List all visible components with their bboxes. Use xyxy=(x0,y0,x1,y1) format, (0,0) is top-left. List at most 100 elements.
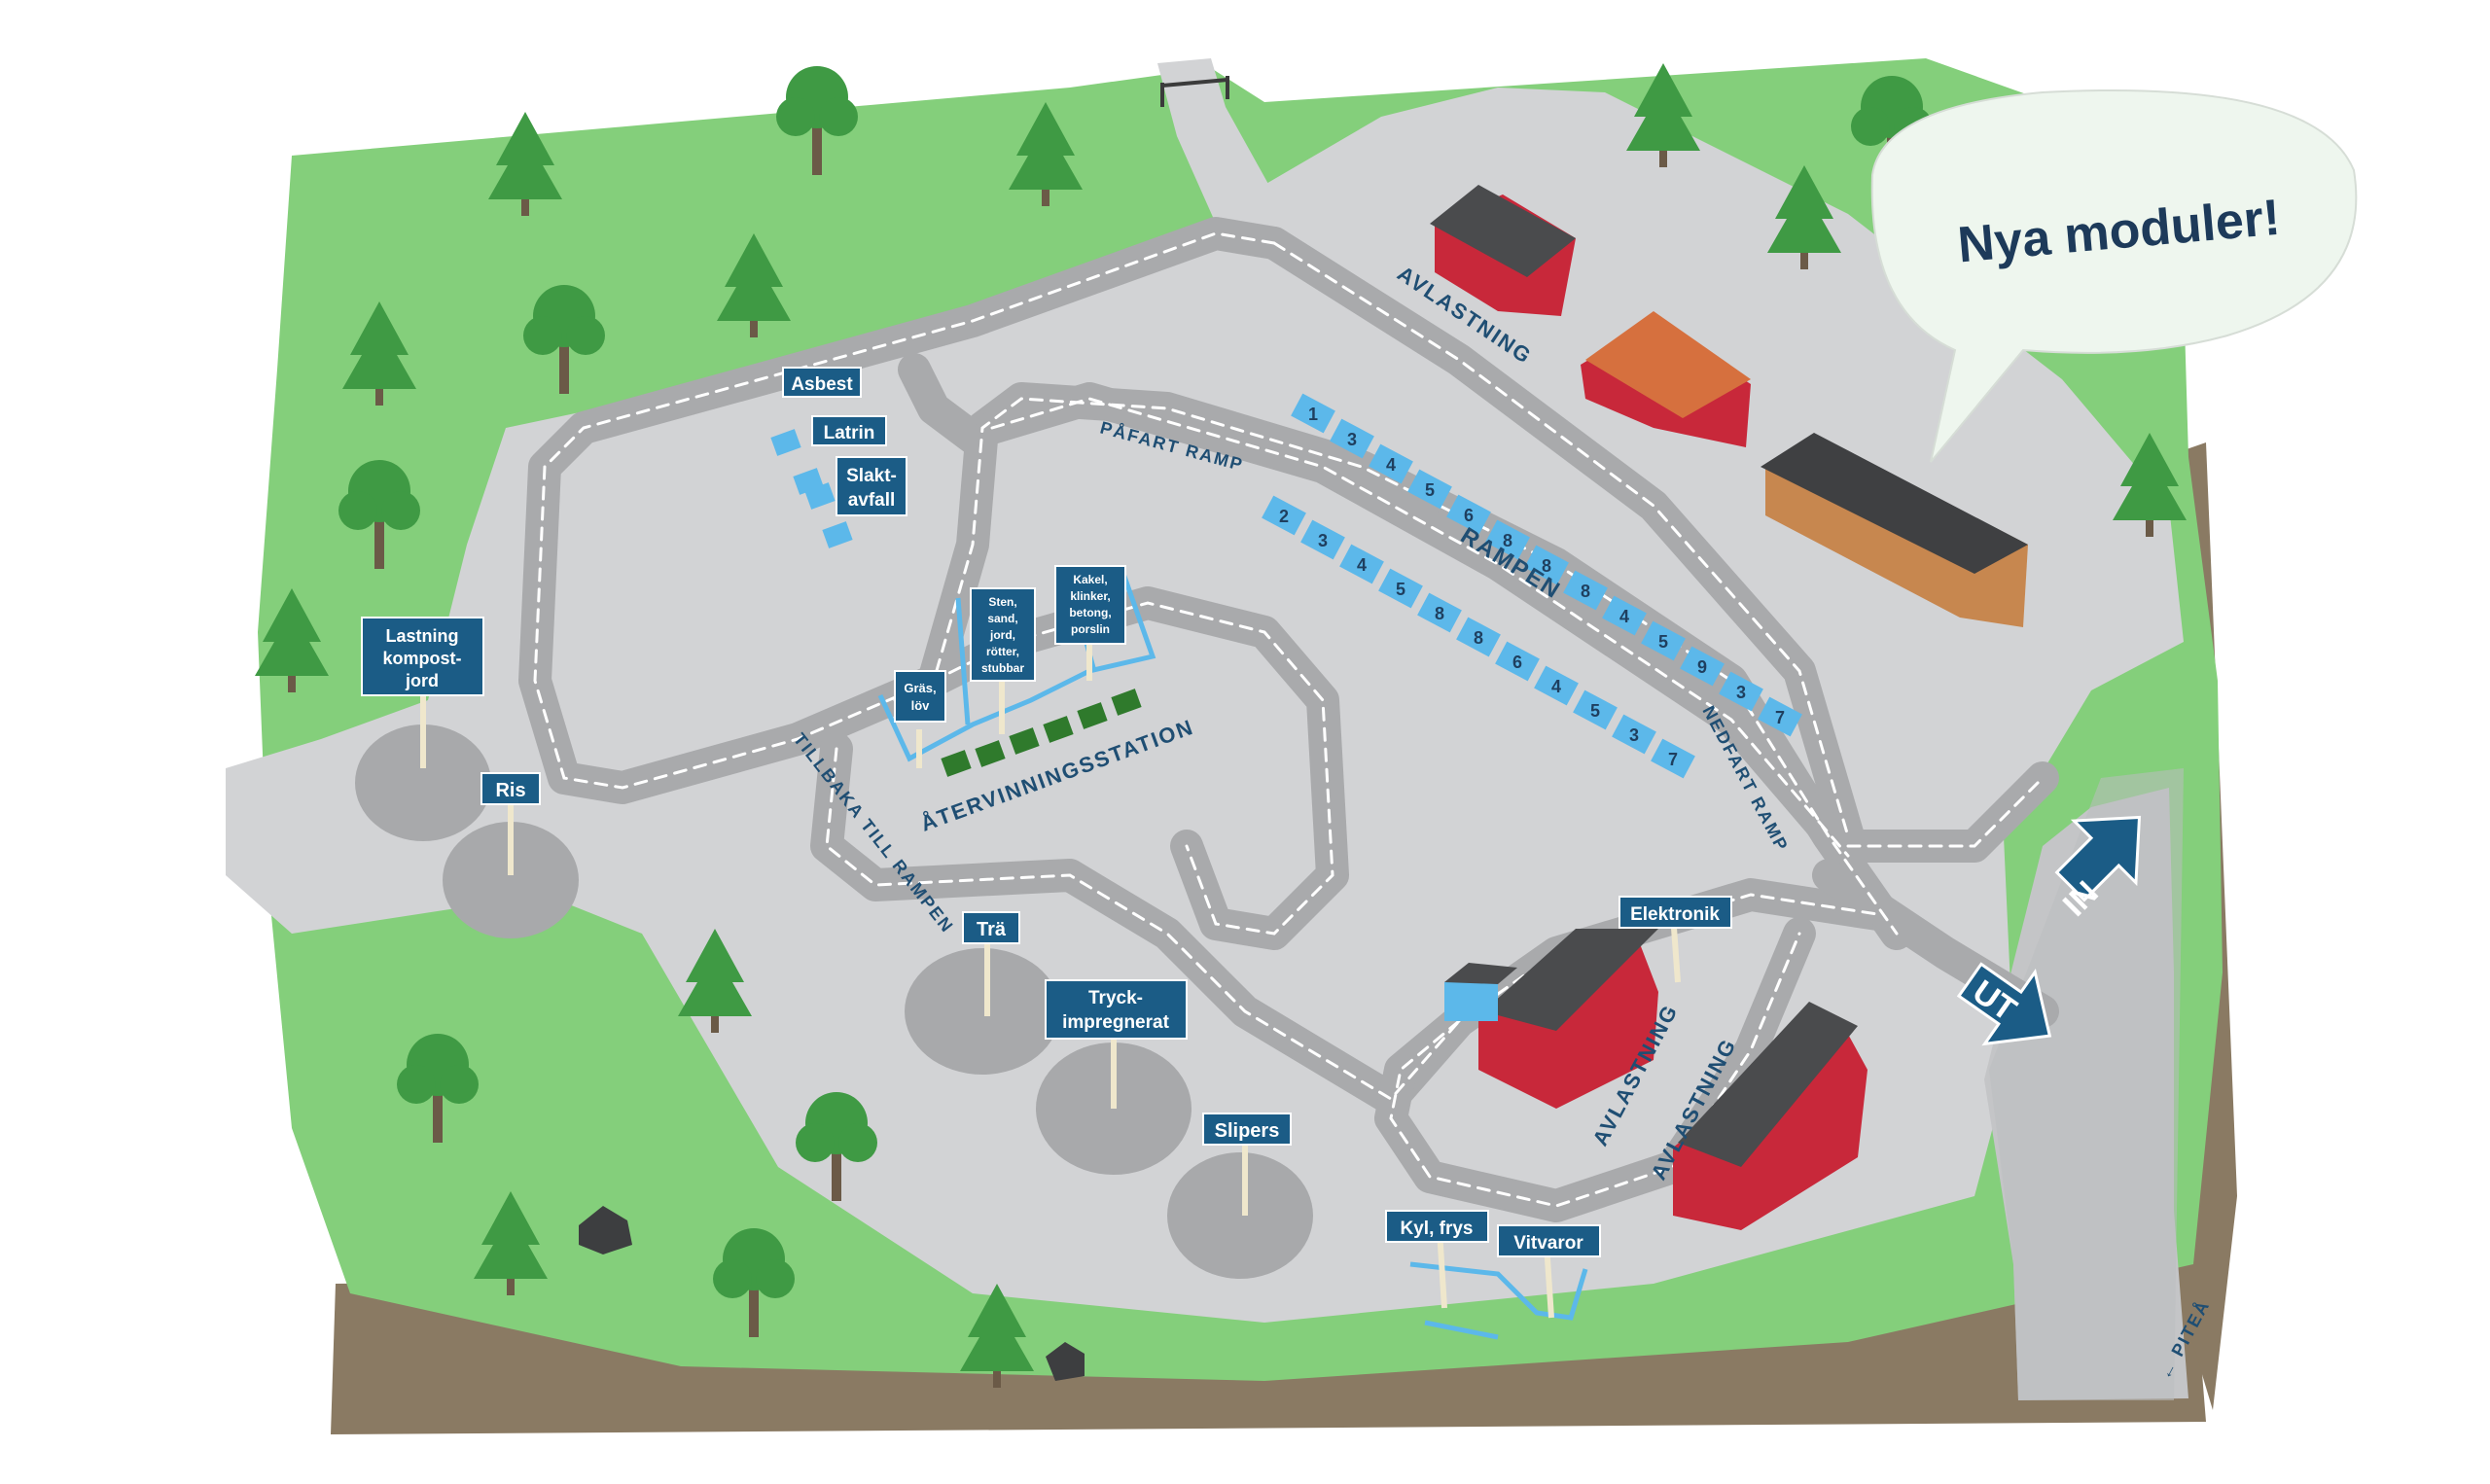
sign-slakt-label-2: avfall xyxy=(848,490,896,511)
sign-tra: Trä xyxy=(962,911,1020,944)
pine-tree-icon xyxy=(678,929,752,1033)
lower-container-number: 4 xyxy=(1357,555,1367,575)
in-arrow-icon xyxy=(2054,815,2142,902)
upper-container-8: 8 xyxy=(1563,570,1608,611)
trees xyxy=(255,63,2187,1388)
pine-tree-icon xyxy=(488,112,562,216)
upper-container-6: 8 xyxy=(1485,519,1530,560)
lower-container-number: 3 xyxy=(1629,725,1639,745)
pine-tree-icon xyxy=(960,1284,1034,1388)
deciduous-tree-icon xyxy=(397,1034,479,1143)
deciduous-tree-icon xyxy=(338,460,420,569)
sign-sten-label-2: sand, xyxy=(987,612,1017,625)
sign-sten-label-3: jord, xyxy=(989,628,1015,642)
containers-left xyxy=(770,429,853,548)
pine-tree-icon xyxy=(474,1191,548,1295)
kyl-enclosure xyxy=(1409,1261,1588,1321)
rocks-icon xyxy=(579,1206,1085,1381)
sign-kyl-frys: Kyl, frys xyxy=(1385,1210,1489,1243)
upper-container-number: 4 xyxy=(1619,607,1629,626)
upper-container-number: 4 xyxy=(1386,455,1396,475)
sign-tryck-label-1: Tryck- xyxy=(1088,988,1143,1008)
upper-container-13: 7 xyxy=(1758,696,1802,737)
sign-kakel-klinker: Kakel, klinker, betong, porslin xyxy=(1054,565,1126,645)
sign-kakel-label-4: porslin xyxy=(1071,622,1110,636)
lower-container-number: 3 xyxy=(1318,531,1328,550)
nya-moduler-bubble: Nya moduler! xyxy=(1870,88,2358,463)
sign-gras-lov: Gräs, löv xyxy=(894,670,946,723)
lower-container-number: 8 xyxy=(1435,604,1444,623)
sign-slaktavfall: Slakt- avfall xyxy=(836,456,907,516)
gate xyxy=(1160,76,1229,107)
sign-tra-label: Trä xyxy=(977,919,1007,940)
pine-tree-icon xyxy=(342,301,416,406)
sign-sten-sand: Sten, sand, jord, rötter, stubbar xyxy=(970,587,1036,682)
lower-container-5: 8 xyxy=(1417,592,1462,633)
ut-arrow-icon xyxy=(1956,962,2052,1046)
main-road-lane xyxy=(1989,768,2184,1400)
lower-container-2: 3 xyxy=(1300,519,1345,560)
upper-container-5: 6 xyxy=(1446,494,1491,535)
upper-container-number: 1 xyxy=(1308,405,1318,424)
upper-container-number: 8 xyxy=(1503,531,1512,550)
pine-tree-icon xyxy=(1009,102,1083,206)
building-red-lower xyxy=(1581,311,1751,447)
sign-lastning-label-2: kompost- xyxy=(383,649,462,668)
deciduous-tree-icon xyxy=(523,285,605,394)
upper-container-number: 7 xyxy=(1775,708,1785,727)
sign-kakel-label-3: betong, xyxy=(1069,606,1111,619)
sign-vitvaror-label: Vitvaror xyxy=(1513,1233,1583,1254)
upper-container-number: 3 xyxy=(1736,683,1746,702)
sign-sten-label-4: rötter, xyxy=(986,645,1019,658)
lower-container-11: 7 xyxy=(1651,738,1695,779)
lower-container-10: 3 xyxy=(1612,714,1656,755)
upper-container-number: 3 xyxy=(1347,430,1357,449)
sign-kakel-label-2: klinker, xyxy=(1070,589,1110,603)
lower-container-number: 6 xyxy=(1512,653,1522,672)
lower-container-3: 4 xyxy=(1339,544,1384,584)
upper-container-number: 9 xyxy=(1697,657,1707,677)
sign-kakel-label-1: Kakel, xyxy=(1073,573,1107,586)
sign-gras-label-2: löv xyxy=(911,698,931,713)
building-avlastning-lower xyxy=(1673,1002,1868,1230)
pine-tree-icon xyxy=(1626,63,1700,167)
upper-container-2: 3 xyxy=(1330,418,1374,459)
lower-container-7: 6 xyxy=(1495,641,1540,682)
upper-container-number: 6 xyxy=(1464,506,1474,525)
pine-tree-icon xyxy=(717,233,791,337)
lower-container-number: 8 xyxy=(1474,628,1483,648)
sign-elektronik: Elektronik xyxy=(1618,896,1732,929)
sign-lastning-label-1: Lastning xyxy=(386,626,459,646)
entrance-road-top xyxy=(1157,58,1274,224)
sign-lastning-kompostjord: Lastning kompost- jord xyxy=(361,617,484,696)
sign-kyl-label: Kyl, frys xyxy=(1401,1219,1474,1239)
gravel-piles xyxy=(355,724,1313,1279)
lower-container-1: 2 xyxy=(1262,495,1306,536)
sign-slakt-label-1: Slakt- xyxy=(846,466,897,486)
sign-tryck-label-2: impregnerat xyxy=(1062,1012,1169,1033)
sign-sten-label-1: Sten, xyxy=(988,595,1016,609)
sign-ris: Ris xyxy=(480,772,541,805)
upper-container-7: 8 xyxy=(1524,545,1569,585)
upper-container-11: 9 xyxy=(1680,646,1725,687)
sign-slipers-label: Slipers xyxy=(1215,1120,1280,1142)
sign-posts xyxy=(420,632,1681,1319)
pine-tree-icon xyxy=(1767,165,1841,269)
sign-elektronik-label: Elektronik xyxy=(1630,904,1720,925)
lower-container-9: 5 xyxy=(1573,689,1618,730)
sign-asbest-label: Asbest xyxy=(791,374,853,395)
sign-slipers: Slipers xyxy=(1202,1113,1292,1146)
lower-container-number: 2 xyxy=(1279,507,1289,526)
lower-container-number: 7 xyxy=(1668,750,1678,769)
sign-sten-label-5: stubbar xyxy=(981,661,1024,675)
upper-container-3: 4 xyxy=(1369,443,1413,484)
deciduous-tree-icon xyxy=(713,1228,795,1337)
upper-container-4: 5 xyxy=(1407,469,1452,510)
deciduous-tree-icon xyxy=(796,1092,877,1201)
upper-container-number: 5 xyxy=(1425,480,1435,500)
upper-container-12: 3 xyxy=(1719,671,1763,712)
lower-container-4: 5 xyxy=(1378,568,1423,609)
upper-container-1: 1 xyxy=(1291,393,1335,434)
